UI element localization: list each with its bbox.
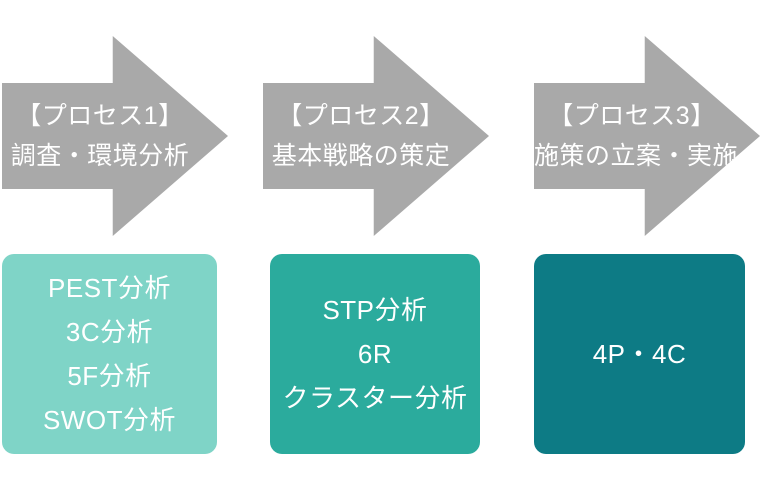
process-3-label: 【プロセス3】 施策の立案・実施 [534, 96, 739, 176]
method-item: STP分析 [322, 295, 428, 325]
process-1-label: 【プロセス1】 調査・環境分析 [2, 96, 198, 176]
process-3-subtitle: 施策の立案・実施 [534, 142, 739, 170]
method-item: クラスター分析 [282, 383, 468, 413]
method-item: 5F分析 [67, 361, 152, 391]
process-1-methods-box: PEST分析 3C分析 5F分析 SWOT分析 [2, 254, 217, 454]
method-item: 6R [357, 339, 393, 369]
method-item: 3C分析 [65, 317, 154, 347]
process-1-arrow: 【プロセス1】 調査・環境分析 [2, 36, 228, 236]
process-2-title: 【プロセス2】 [277, 102, 445, 130]
method-item: PEST分析 [48, 273, 171, 303]
method-item: 4P・4C [592, 339, 687, 369]
method-item: SWOT分析 [43, 405, 176, 435]
process-2-methods-box: STP分析 6R クラスター分析 [270, 254, 480, 454]
process-3-arrow: 【プロセス3】 施策の立案・実施 [534, 36, 760, 236]
process-1-subtitle: 調査・環境分析 [10, 142, 190, 170]
process-3-title: 【プロセス3】 [548, 102, 716, 130]
process-2-arrow: 【プロセス2】 基本戦略の策定 [263, 36, 489, 236]
process-2-label: 【プロセス2】 基本戦略の策定 [263, 96, 459, 176]
process-3-methods-box: 4P・4C [534, 254, 745, 454]
process-1-title: 【プロセス1】 [16, 102, 184, 130]
process-2-subtitle: 基本戦略の策定 [271, 142, 451, 170]
